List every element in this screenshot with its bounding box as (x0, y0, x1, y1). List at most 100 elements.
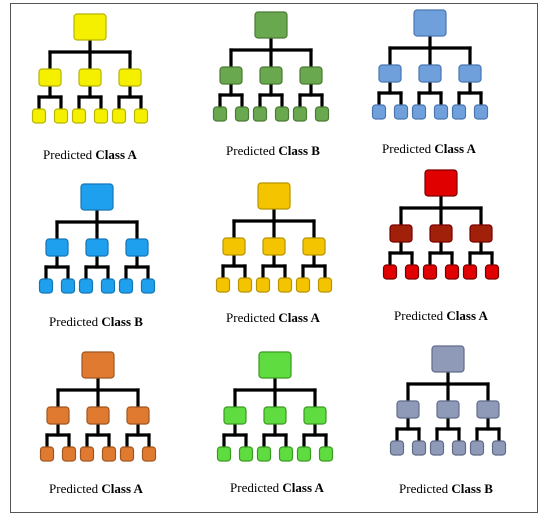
caption-tree-2: Predicted Class B (193, 143, 353, 159)
root-node (81, 351, 115, 379)
caption-tree-8: Predicted Class A (197, 480, 357, 496)
leaf-node (119, 446, 135, 462)
caption-class: Class A (282, 480, 324, 495)
caption-prefix: Predicted (226, 143, 276, 158)
internal-node (458, 64, 482, 83)
caption-tree-3: Predicted Class A (349, 141, 509, 157)
leaf-node (411, 104, 427, 120)
leaf-node (484, 264, 500, 280)
leaf-node (71, 108, 87, 124)
tree-edges (218, 36, 324, 109)
internal-node (396, 400, 420, 419)
caption-prefix: Predicted (49, 481, 99, 496)
internal-node (78, 68, 102, 87)
tree-edges (222, 376, 328, 449)
internal-node (436, 400, 460, 419)
leaf-node (38, 278, 54, 294)
internal-node (125, 238, 149, 257)
leaf-node (404, 264, 420, 280)
caption-tree-4: Predicted Class B (16, 314, 176, 330)
internal-node (86, 406, 110, 425)
leaf-node (393, 104, 409, 120)
leaf-node (277, 277, 293, 293)
root-node (258, 351, 292, 379)
root-node (73, 13, 107, 41)
leaf-node (411, 440, 427, 456)
internal-node (263, 406, 287, 425)
caption-prefix: Predicted (394, 308, 444, 323)
internal-node (303, 406, 327, 425)
leaf-node (141, 446, 157, 462)
caption-prefix: Predicted (226, 310, 276, 325)
tree-4 (38, 183, 156, 294)
leaf-node (295, 277, 311, 293)
leaf-node (238, 446, 254, 462)
internal-node (389, 224, 413, 243)
caption-prefix: Predicted (49, 314, 99, 329)
internal-node (118, 68, 142, 87)
leaf-node (53, 108, 69, 124)
leaf-node (31, 108, 47, 124)
figure-frame (10, 3, 538, 513)
leaf-node (317, 277, 333, 293)
leaf-node (237, 277, 253, 293)
internal-node (259, 66, 283, 85)
tree-edges (377, 34, 483, 107)
leaf-node (39, 446, 55, 462)
leaf-node (216, 446, 232, 462)
caption-prefix: Predicted (43, 147, 93, 162)
caption-tree-6: Predicted Class A (361, 308, 521, 324)
leaf-node (491, 440, 507, 456)
leaf-node (93, 108, 109, 124)
internal-node (299, 66, 323, 85)
caption-tree-9: Predicted Class B (366, 481, 526, 497)
leaf-node (274, 106, 290, 122)
leaf-node (296, 446, 312, 462)
leaf-node (422, 264, 438, 280)
caption-prefix: Predicted (399, 481, 449, 496)
tree-edges (45, 376, 151, 449)
leaf-node (444, 264, 460, 280)
leaf-node (79, 446, 95, 462)
root-node (257, 182, 291, 210)
leaf-node (215, 277, 231, 293)
root-node (424, 169, 458, 197)
leaf-node (255, 277, 271, 293)
internal-node (222, 237, 246, 256)
internal-node (45, 238, 69, 257)
leaf-node (469, 440, 485, 456)
caption-class: Class A (101, 481, 143, 496)
tree-edges (44, 208, 150, 281)
internal-node (219, 66, 243, 85)
root-node (413, 9, 447, 37)
internal-node (418, 64, 442, 83)
leaf-node (256, 446, 272, 462)
leaf-node (278, 446, 294, 462)
caption-class: Class A (434, 141, 476, 156)
leaf-node (473, 104, 489, 120)
leaf-node (212, 106, 228, 122)
leaf-node (462, 264, 478, 280)
root-node (431, 345, 465, 373)
internal-node (38, 68, 62, 87)
leaf-node (140, 278, 156, 294)
internal-node (378, 64, 402, 83)
leaf-node (382, 264, 398, 280)
leaf-node (433, 104, 449, 120)
internal-node (223, 406, 247, 425)
tree-8 (216, 351, 334, 462)
caption-class: Class A (95, 147, 137, 162)
leaf-node (371, 104, 387, 120)
leaf-node (292, 106, 308, 122)
caption-prefix: Predicted (382, 141, 432, 156)
leaf-node (78, 278, 94, 294)
tree-edges (395, 370, 501, 443)
internal-node (46, 406, 70, 425)
leaf-node (101, 446, 117, 462)
internal-node (302, 237, 326, 256)
root-node (80, 183, 114, 211)
tree-edges (221, 207, 327, 280)
internal-node (85, 238, 109, 257)
leaf-node (451, 440, 467, 456)
